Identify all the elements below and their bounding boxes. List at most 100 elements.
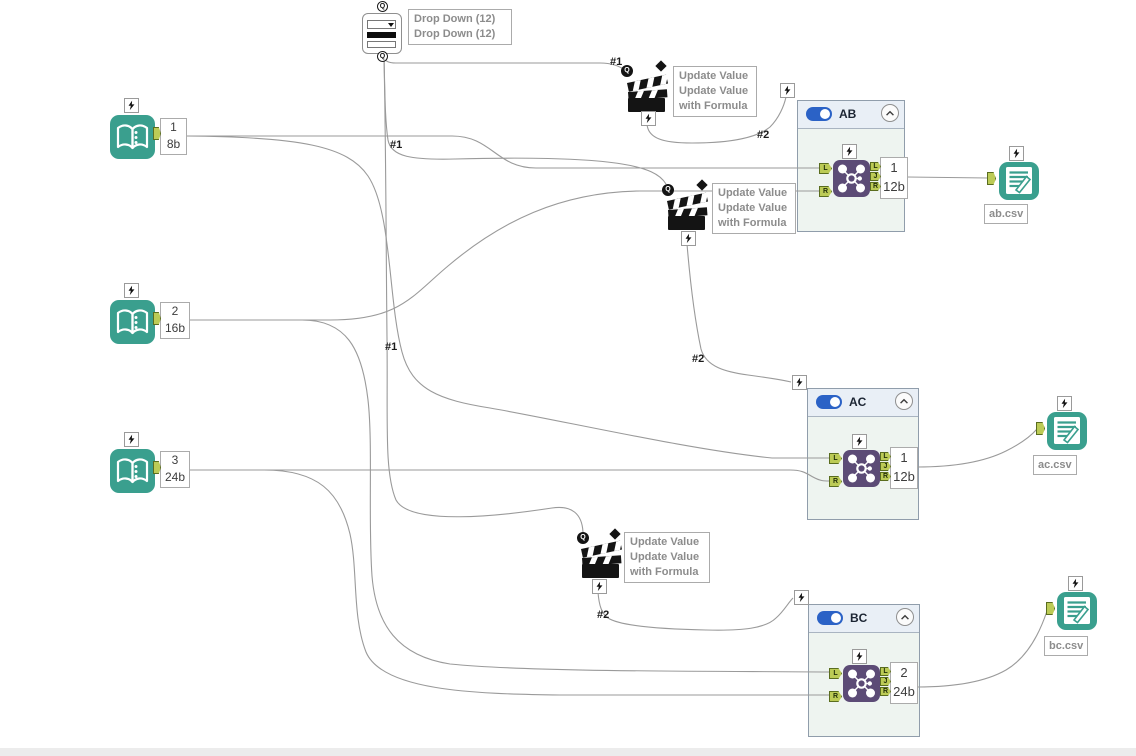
action-annotation[interactable]: Update Value Update Value with Formula — [673, 66, 757, 117]
anchor-letter: R — [832, 477, 839, 485]
join-join-output-anchor[interactable]: J — [870, 172, 881, 181]
input-annotation[interactable]: 2 16b — [160, 302, 190, 339]
bolt-anchor[interactable] — [124, 432, 139, 447]
question-anchor[interactable]: Q — [577, 532, 589, 544]
input-anchor[interactable] — [1046, 602, 1055, 615]
bolt-anchor[interactable] — [124, 98, 139, 113]
join-annotation[interactable]: 1 12b — [890, 447, 918, 489]
join-tool-bc[interactable] — [843, 665, 880, 702]
annotation-line: Update Value — [630, 536, 700, 548]
wire-input2-to-ab-right[interactable] — [186, 190, 819, 321]
anchor-letter: L — [833, 669, 838, 677]
container-header[interactable]: AC — [808, 389, 918, 417]
wire-dropdown-to-action3[interactable] — [383, 56, 584, 533]
horizontal-scrollbar[interactable] — [0, 748, 1136, 756]
wire-input1-to-ab-left[interactable] — [186, 135, 819, 169]
container-bolt-anchor[interactable] — [780, 83, 795, 98]
input-data-tool-2[interactable] — [110, 300, 155, 344]
bolt-anchor[interactable] — [1057, 396, 1072, 411]
bolt-anchor[interactable] — [1068, 576, 1083, 591]
collapse-button[interactable] — [895, 392, 913, 410]
wire-bc-to-bccsv[interactable] — [916, 610, 1048, 688]
input-annotation[interactable]: 1 8b — [160, 118, 187, 155]
dropdown-tool[interactable] — [362, 13, 402, 54]
input-data-tool-1[interactable] — [110, 115, 155, 159]
join-left-input-anchor[interactable]: L — [819, 163, 832, 174]
wire-action3-to-bc-bolt[interactable] — [597, 591, 794, 631]
join-right-input-anchor[interactable]: R — [829, 476, 842, 487]
join-annotation[interactable]: 1 12b — [880, 157, 908, 199]
join-left-output-anchor[interactable]: L — [870, 162, 881, 171]
container-bolt-anchor[interactable] — [794, 590, 809, 605]
bolt-anchor[interactable] — [852, 649, 867, 664]
container-toggle[interactable] — [816, 395, 842, 409]
join-left-input-anchor[interactable]: L — [829, 668, 842, 679]
wire-input3-to-bc-right[interactable] — [186, 469, 829, 696]
input-annotation[interactable]: 3 24b — [160, 451, 190, 488]
question-anchor-top[interactable]: Q — [377, 1, 388, 12]
bolt-anchor[interactable] — [681, 231, 696, 246]
join-join-output-anchor[interactable]: J — [880, 677, 891, 686]
question-anchor[interactable]: Q — [662, 184, 674, 196]
action-tool-3[interactable] — [578, 536, 626, 585]
join-join-output-anchor[interactable]: J — [880, 462, 891, 471]
wire-action1-to-ab-bolt[interactable] — [646, 96, 787, 144]
output-data-tool-ac[interactable] — [1047, 412, 1087, 450]
container-header[interactable]: AB — [798, 101, 904, 129]
join-right-output-anchor[interactable]: R — [880, 472, 891, 481]
lightning-icon — [1061, 398, 1068, 409]
container-toggle[interactable] — [806, 107, 832, 121]
collapse-button[interactable] — [881, 104, 899, 122]
lightning-icon — [784, 85, 791, 96]
bolt-anchor[interactable] — [852, 434, 867, 449]
wire-input2-to-bc-left[interactable] — [186, 319, 830, 673]
join-right-input-anchor[interactable]: R — [819, 186, 832, 197]
annotation-line: with Formula — [718, 217, 787, 229]
output-anchor[interactable] — [153, 461, 161, 474]
action-annotation[interactable]: Update Value Update Value with Formula — [712, 183, 796, 234]
container-header[interactable]: BC — [809, 605, 919, 633]
bolt-anchor[interactable] — [592, 579, 607, 594]
join-left-output-anchor[interactable]: L — [880, 667, 891, 676]
output-annotation[interactable]: ac.csv — [1033, 455, 1077, 475]
join-right-output-anchor[interactable]: R — [880, 687, 891, 696]
wire-action2-to-ac-bolt[interactable] — [686, 243, 792, 383]
output-anchor[interactable] — [153, 312, 161, 325]
wire-input1-to-ac-left[interactable] — [185, 135, 829, 459]
dropdown-annotation[interactable]: Drop Down (12) Drop Down (12) — [408, 9, 512, 45]
output-annotation[interactable]: ab.csv — [984, 204, 1029, 224]
output-annotation[interactable]: bc.csv — [1044, 636, 1089, 656]
bolt-anchor[interactable] — [1009, 146, 1024, 161]
output-anchor[interactable] — [153, 127, 161, 140]
wire-dropdown-to-action2[interactable] — [383, 56, 667, 185]
join-tool-ac[interactable] — [843, 450, 880, 487]
join-annotation[interactable]: 2 24b — [890, 662, 918, 704]
join-tool-ab[interactable] — [833, 160, 870, 197]
wire-ab-to-abcsv[interactable] — [906, 176, 989, 179]
wire-input3-to-ac-right[interactable] — [186, 469, 830, 482]
bolt-anchor[interactable] — [124, 283, 139, 298]
question-anchor[interactable]: Q — [621, 65, 633, 77]
input-data-tool-3[interactable] — [110, 449, 155, 493]
question-anchor-bottom[interactable]: Q — [377, 51, 388, 62]
container-bolt-anchor[interactable] — [792, 375, 807, 390]
bolt-anchor[interactable] — [842, 144, 857, 159]
wire-dropdown-to-action1[interactable] — [383, 56, 627, 72]
join-left-output-anchor[interactable]: L — [880, 452, 891, 461]
input-anchor[interactable] — [987, 172, 996, 185]
action-tool-1[interactable] — [624, 70, 672, 119]
bolt-anchor[interactable] — [641, 111, 656, 126]
join-right-output-anchor[interactable]: R — [870, 182, 881, 191]
input-anchor[interactable] — [1036, 422, 1045, 435]
action-tool-2[interactable] — [664, 188, 712, 237]
output-data-tool-bc[interactable] — [1057, 592, 1097, 630]
wire-ac-to-accsv[interactable] — [916, 428, 1038, 468]
container-toggle[interactable] — [817, 611, 843, 625]
join-left-input-anchor[interactable]: L — [829, 453, 842, 464]
output-data-tool-ab[interactable] — [999, 162, 1039, 200]
annotation-line: Update Value — [630, 551, 700, 563]
annotation-line: 1 — [890, 160, 898, 175]
action-annotation[interactable]: Update Value Update Value with Formula — [624, 532, 710, 583]
join-right-input-anchor[interactable]: R — [829, 691, 842, 702]
collapse-button[interactable] — [896, 608, 914, 626]
